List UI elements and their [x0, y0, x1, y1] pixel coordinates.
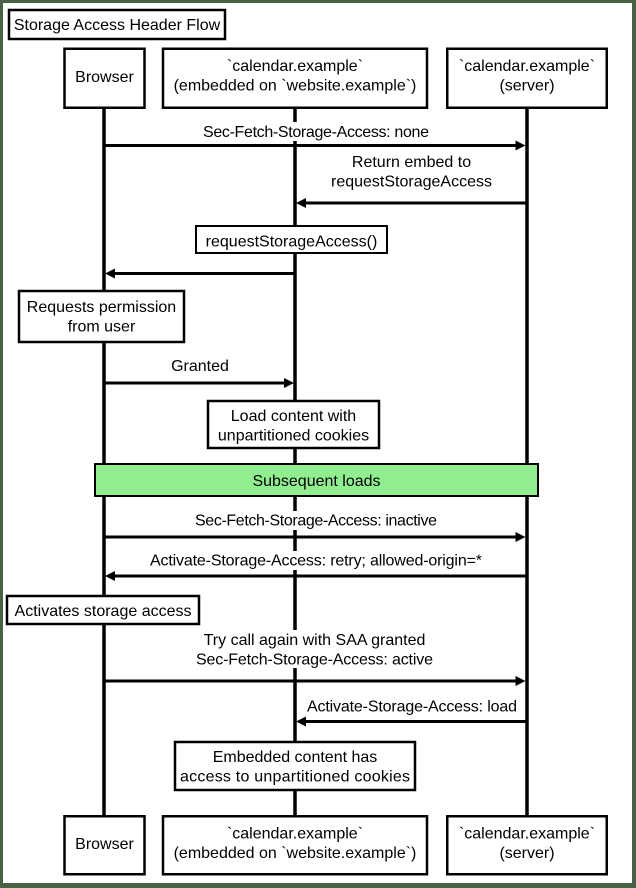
svg-text:Activate-Storage-Access: retry: Activate-Storage-Access: retry; allowed-…: [150, 553, 482, 570]
svg-text:requestStorageAccess(): requestStorageAccess(): [206, 234, 378, 251]
svg-text:Browser: Browser: [75, 69, 134, 86]
svg-text:Storage Access Header Flow: Storage Access Header Flow: [14, 17, 221, 34]
svg-text:Sec-Fetch-Storage-Access: none: Sec-Fetch-Storage-Access: none: [203, 124, 429, 141]
svg-text:(embedded on `website.example`: (embedded on `website.example`): [174, 845, 417, 862]
svg-text:Sec-Fetch-Storage-Access: acti: Sec-Fetch-Storage-Access: active: [196, 652, 433, 669]
svg-text:Requests permission: Requests permission: [27, 299, 176, 316]
svg-text:Granted: Granted: [171, 358, 229, 375]
svg-text:access to unpartitioned cookie: access to unpartitioned cookies: [180, 769, 410, 786]
svg-text:`calendar.example`: `calendar.example`: [227, 58, 363, 75]
svg-text:Try call again with SAA grante: Try call again with SAA granted: [204, 632, 426, 649]
svg-text:Load content with: Load content with: [231, 408, 356, 425]
svg-text:(server): (server): [499, 845, 554, 862]
svg-text:Browser: Browser: [75, 836, 134, 853]
svg-text:`calendar.example`: `calendar.example`: [227, 826, 363, 843]
svg-text:`calendar.example`: `calendar.example`: [459, 58, 595, 75]
svg-text:Activate-Storage-Access: load: Activate-Storage-Access: load: [307, 699, 517, 716]
svg-text:Sec-Fetch-Storage-Access: inac: Sec-Fetch-Storage-Access: inactive: [195, 513, 437, 530]
svg-text:requestStorageAccess: requestStorageAccess: [331, 174, 492, 191]
svg-text:Subsequent loads: Subsequent loads: [252, 473, 380, 490]
svg-text:(embedded on `website.example`: (embedded on `website.example`): [174, 78, 417, 95]
svg-text:`calendar.example`: `calendar.example`: [459, 826, 595, 843]
svg-text:from user: from user: [68, 319, 136, 336]
svg-text:(server): (server): [499, 78, 554, 95]
svg-text:Embedded content has: Embedded content has: [213, 749, 378, 766]
svg-text:Activates storage access: Activates storage access: [15, 603, 192, 620]
svg-text:Return embed to: Return embed to: [352, 154, 471, 171]
svg-text:unpartitioned cookies: unpartitioned cookies: [218, 428, 369, 445]
